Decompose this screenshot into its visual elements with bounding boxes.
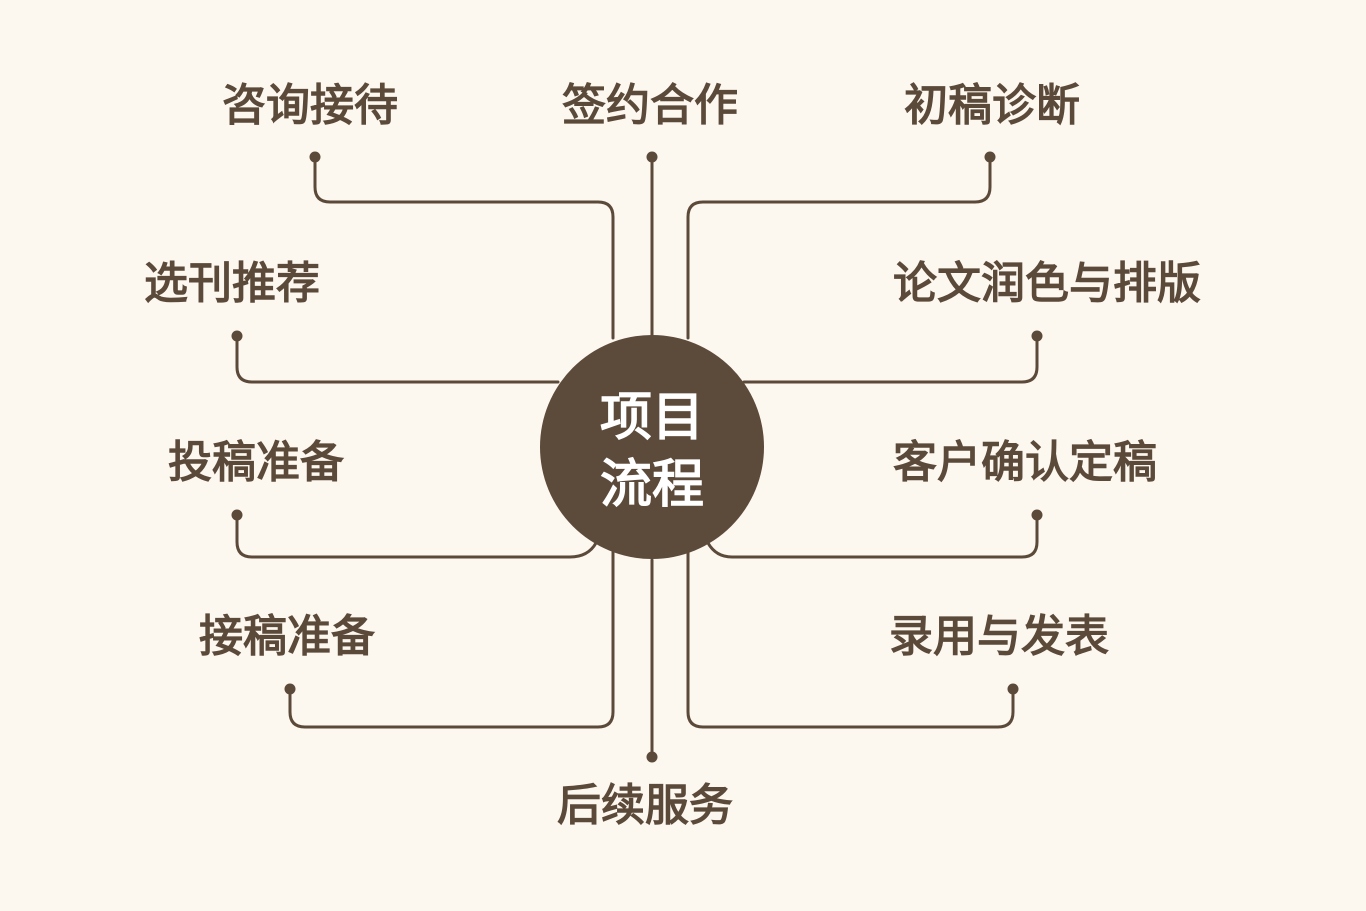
step-label-publish: 录用与发表 (889, 611, 1109, 662)
connector-journal (235, 334, 560, 384)
hub-circle (540, 335, 764, 559)
hub-title-line2: 流程 (600, 455, 704, 515)
dot-consult (309, 151, 321, 163)
connector-confirm (706, 513, 1039, 559)
connector-polish (742, 334, 1039, 384)
step-label-aftercare: 后续服务 (557, 780, 733, 831)
dot-sign (646, 151, 658, 163)
connector-diagnosis (686, 155, 992, 340)
dot-polish (1031, 330, 1043, 342)
connector-publish (686, 550, 1015, 729)
step-label-sign: 签约合作 (562, 80, 738, 131)
connector-submission (235, 513, 598, 559)
connector-consult (313, 155, 615, 340)
step-label-accept: 接稿准备 (199, 611, 376, 662)
connectors (235, 155, 1039, 759)
dot-accept (284, 683, 296, 695)
dot-confirm (1031, 509, 1043, 521)
step-label-polish: 论文润色与排版 (893, 258, 1201, 309)
dot-submission (231, 509, 243, 521)
step-label-consult: 咨询接待 (222, 80, 398, 131)
step-labels: 咨询接待 签约合作 初稿诊断 选刊推荐 论文润色与排版 投稿准备 客户确认定稿 … (144, 80, 1201, 831)
hub: 项目 流程 (540, 335, 764, 559)
dot-journal (231, 330, 243, 342)
step-label-diagnosis: 初稿诊断 (904, 80, 1080, 131)
step-label-submission: 投稿准备 (168, 437, 345, 488)
connector-accept (288, 550, 615, 729)
step-label-confirm: 客户确认定稿 (893, 437, 1157, 488)
endpoint-dots (231, 151, 1043, 763)
dot-publish (1007, 683, 1019, 695)
step-label-journal: 选刊推荐 (144, 258, 320, 309)
dot-aftercare (646, 751, 658, 763)
dot-diagnosis (984, 151, 996, 163)
hub-title-line1: 项目 (600, 388, 704, 448)
